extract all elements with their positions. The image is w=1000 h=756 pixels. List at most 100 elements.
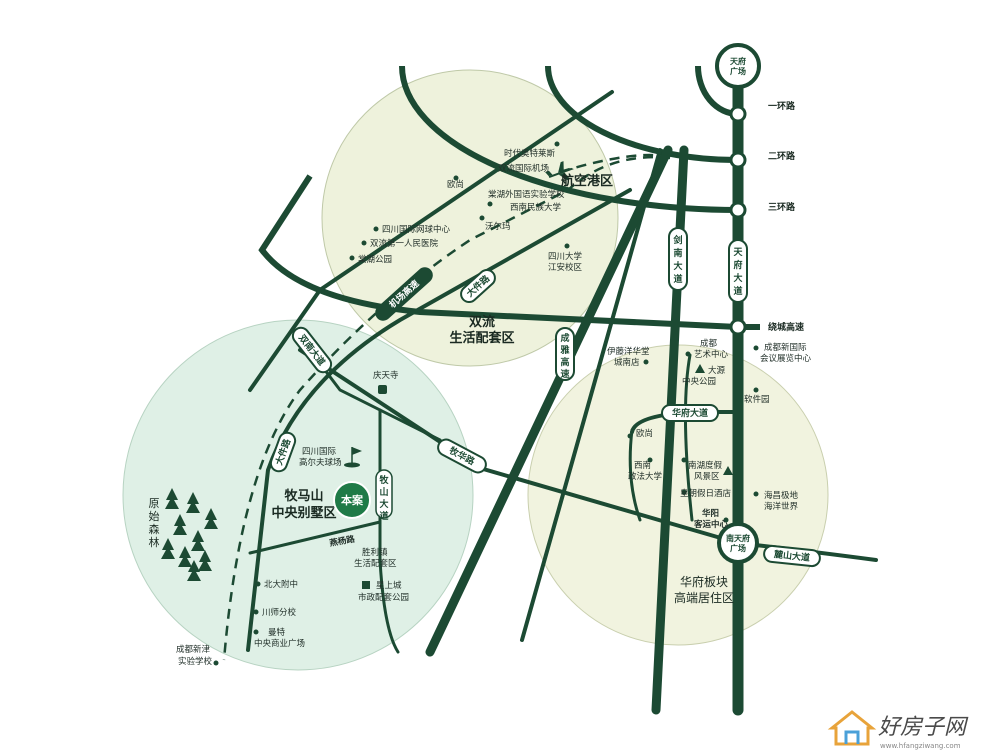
road-dajian-dashed bbox=[222, 156, 671, 661]
label-tianfu-1: 天 bbox=[733, 247, 743, 258]
poi-isetan-l1: 伊藤洋华堂 bbox=[607, 346, 650, 357]
poi-dot bbox=[255, 581, 261, 587]
ring-road-2 bbox=[545, 65, 739, 163]
temple-icon bbox=[378, 385, 387, 394]
area-shuangliu-l1: 双流 bbox=[469, 314, 495, 330]
label-ring3: 三环路 bbox=[768, 201, 796, 213]
label-tianfu-4: 道 bbox=[733, 285, 742, 297]
poi-nanhu-l1: 南湖度假 bbox=[688, 460, 723, 471]
area-huafu-l1: 华府板块 bbox=[680, 574, 728, 589]
node-tianfu-square bbox=[715, 43, 761, 89]
poi-dot bbox=[564, 243, 570, 249]
area-mumashan-l2: 中央别墅区 bbox=[271, 505, 336, 521]
node-tianfu-square-l2: 广场 bbox=[730, 66, 746, 76]
poi-dot bbox=[487, 201, 493, 207]
svg-text:麓山大道: 麓山大道 bbox=[772, 548, 810, 564]
label-raocheng: 绕城高速 bbox=[768, 321, 804, 333]
poi-dot bbox=[643, 359, 649, 365]
poi-dot bbox=[681, 457, 687, 463]
label-chengya-3: 高 bbox=[560, 356, 569, 368]
label-jiannan-3: 大 bbox=[673, 260, 682, 272]
poi-shengli-l2: 生活配套区 bbox=[354, 558, 397, 569]
area-forest-1: 原 bbox=[149, 497, 160, 510]
poi-chuanshi: 川师分校 bbox=[262, 607, 297, 618]
ring-junctions bbox=[729, 105, 747, 336]
road-yanyang bbox=[248, 520, 382, 555]
poi-art-center-l1: 成都 bbox=[700, 338, 718, 349]
poi-dot bbox=[753, 491, 759, 497]
label-yanyang: 燕杨路 bbox=[329, 534, 357, 549]
road-huafu-left bbox=[628, 428, 642, 522]
poi-dot bbox=[253, 629, 259, 635]
poi-xinjin-school-l2: 实验学校 bbox=[178, 656, 213, 667]
poi-nanhu-l2: 风景区 bbox=[694, 472, 720, 482]
poi-dot bbox=[453, 175, 459, 181]
poi-xinjin-school-l1: 成都新津 bbox=[176, 644, 211, 655]
poi-software-park: 软件园 bbox=[744, 394, 770, 405]
node-south-tianfu-square bbox=[717, 522, 759, 564]
poi-times-outlets: 时代奥特莱斯 bbox=[504, 148, 556, 159]
area-forest-2: 始 bbox=[149, 509, 160, 523]
poi-hospital: 双流第一人民医院 bbox=[370, 238, 439, 249]
poi-dot bbox=[361, 240, 367, 246]
poi-mante-l2: 中央商业广场 bbox=[254, 638, 305, 649]
area-mumashan-l1: 牧马山 bbox=[284, 488, 323, 504]
node-south-tianfu-l2: 广场 bbox=[730, 543, 746, 553]
poi-huayang-l1: 华阳 bbox=[702, 508, 719, 519]
poi-tanghu-park: 棠湖公园 bbox=[358, 254, 392, 265]
poi-golf-l1: 四川国际 bbox=[302, 447, 337, 457]
poi-haichang-l1: 海昌极地 bbox=[764, 490, 799, 501]
poi-dot bbox=[554, 141, 560, 147]
project-label: 本案 bbox=[341, 493, 364, 507]
poi-walmart: 沃尔玛 bbox=[485, 221, 511, 232]
label-tianfu-3: 大 bbox=[733, 272, 742, 284]
golf-flag-icon bbox=[344, 447, 362, 468]
poi-expo-center-l1: 成都新国际 bbox=[764, 342, 807, 353]
area-forest-4: 林 bbox=[149, 535, 160, 549]
pill-muhua: 牧华路 bbox=[437, 438, 487, 474]
house-logo-icon bbox=[827, 710, 877, 746]
poi-isetan-l2: 城南店 bbox=[614, 357, 640, 368]
poi-dot bbox=[681, 489, 687, 495]
area-forest-3: 森 bbox=[149, 522, 160, 536]
poi-sichuan-univ-l2: 江安校区 bbox=[548, 262, 583, 273]
watermark-url: www.hfangziwang.com bbox=[880, 742, 961, 750]
road-airport-dashed bbox=[559, 153, 673, 174]
pill-mushan bbox=[375, 469, 393, 519]
label-chengya-1: 成 bbox=[560, 332, 569, 344]
label-tianfu-2: 府 bbox=[733, 259, 742, 271]
pill-huafu: 华府大道 bbox=[661, 404, 719, 422]
poi-oushang-upper: 欧尚 bbox=[447, 179, 464, 190]
watermark: 好房子网 www.hfangziwang.com bbox=[827, 710, 969, 750]
park-tree-icon bbox=[695, 364, 705, 373]
area-airport: 航空港区 bbox=[561, 173, 613, 189]
poi-dot bbox=[213, 660, 219, 666]
poi-mante-l1: 曼特 bbox=[268, 627, 286, 638]
park-icon bbox=[362, 581, 370, 589]
poi-xingshangcheng-l2: 市政配套公园 bbox=[358, 592, 409, 603]
poi-dot bbox=[647, 457, 653, 463]
poi-dot bbox=[253, 609, 259, 615]
svg-text:华府大道: 华府大道 bbox=[672, 407, 708, 419]
poi-xinan-univ: 西南民族大学 bbox=[510, 202, 562, 213]
forest-tree-icons bbox=[161, 488, 218, 581]
label-jiannan-1: 剑 bbox=[672, 234, 682, 246]
poi-dayuan-park-l2: 中央公园 bbox=[682, 376, 716, 387]
poi-dot bbox=[503, 165, 509, 171]
airplane-icon bbox=[545, 161, 574, 181]
poi-swupl-l1: 西南 bbox=[634, 460, 651, 471]
road-huafu-inner bbox=[683, 353, 694, 522]
poi-tanghu-school: 棠湖外国语实验学校 bbox=[488, 189, 565, 200]
label-chengya-4: 速 bbox=[560, 368, 569, 380]
poi-golf-l2: 高尔夫球场 bbox=[299, 457, 342, 468]
watermark-brand: 好房子网 bbox=[878, 715, 969, 740]
poi-airport: 双流国际机场 bbox=[498, 163, 549, 174]
poi-huayang-l2: 客运中心 bbox=[693, 519, 729, 530]
road-chengya-expressway bbox=[425, 145, 673, 657]
project-marker bbox=[333, 481, 371, 519]
label-mushan-4: 道 bbox=[379, 510, 388, 522]
poi-dot bbox=[753, 387, 759, 393]
road-upper-nw bbox=[248, 90, 614, 392]
label-jiannan-2: 南 bbox=[673, 247, 682, 259]
poi-dot bbox=[753, 345, 759, 351]
